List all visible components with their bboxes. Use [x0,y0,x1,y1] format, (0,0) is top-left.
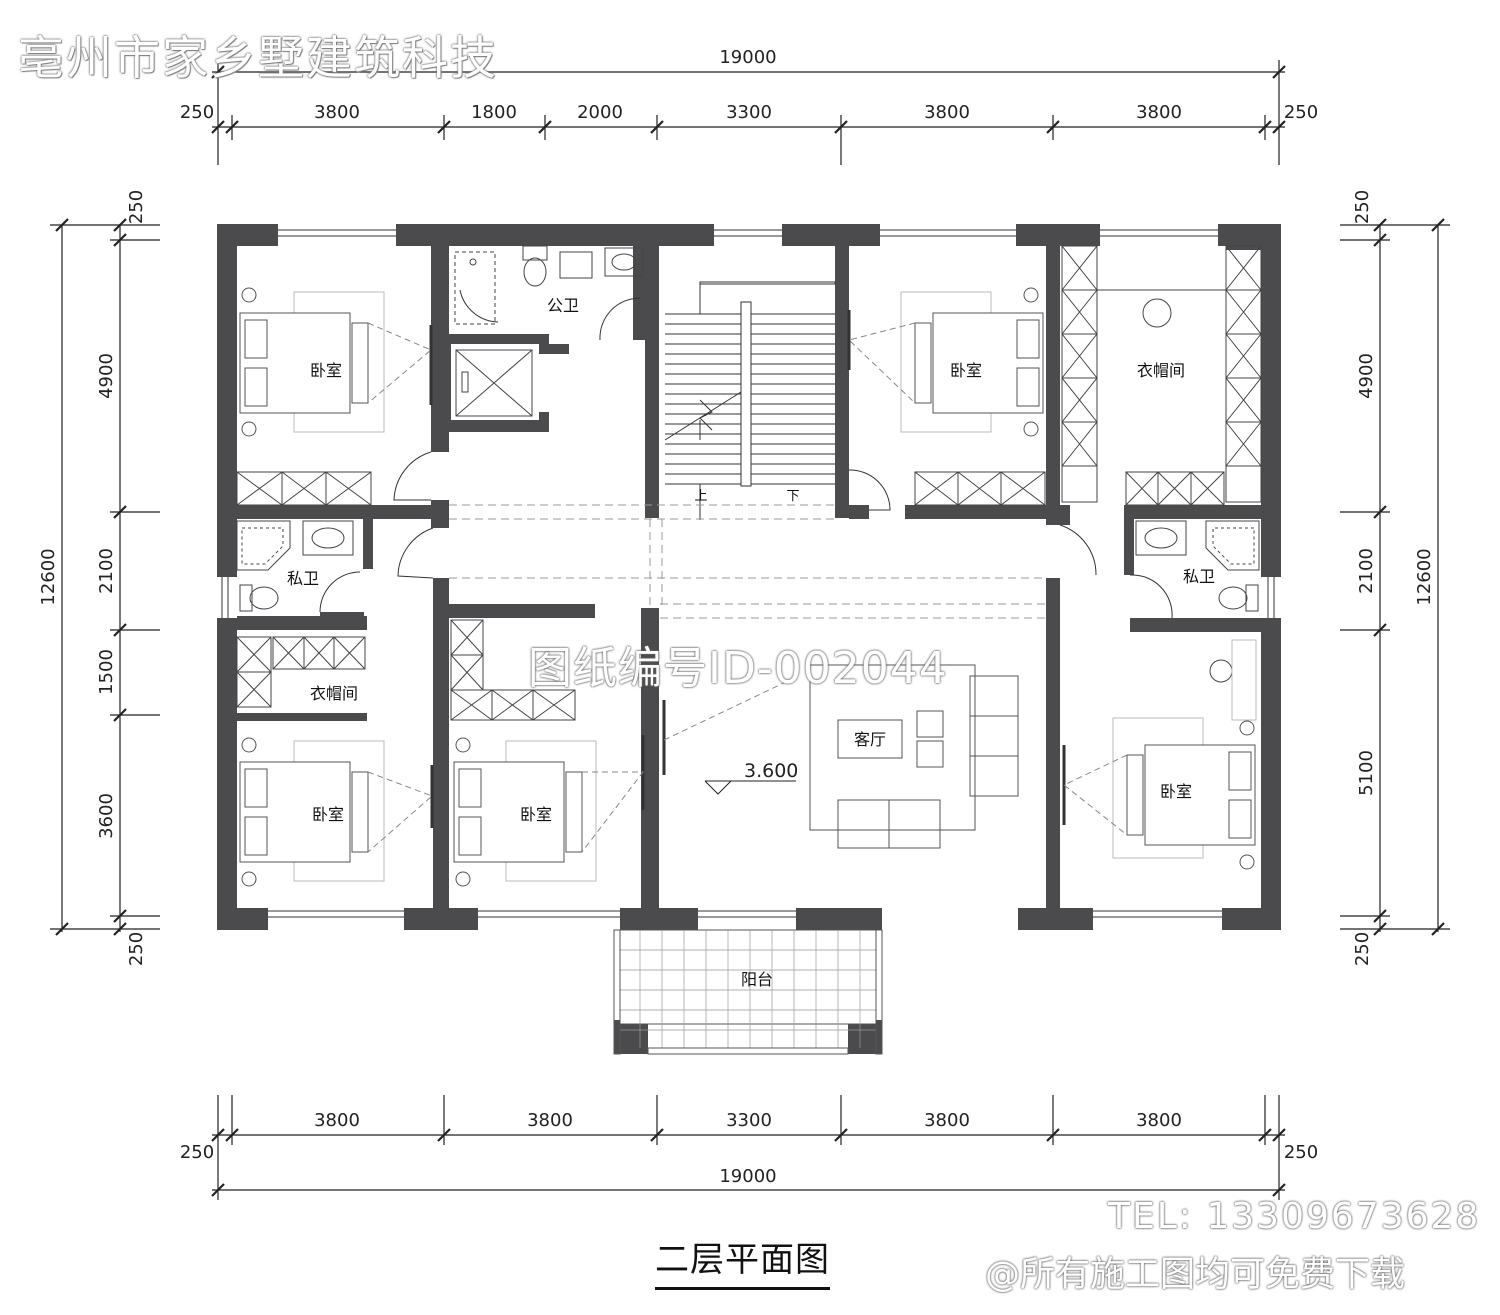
company-watermark: 亳州市家乡墅建筑科技 [18,31,498,85]
dim-top-seg-2: 3800 [314,102,360,123]
room-public-bath: 公卫 [547,296,579,315]
dimension-lines [50,60,1450,1200]
dim-top-total: 19000 [719,47,776,68]
dim-top-seg-6: 3800 [924,102,970,123]
room-private-bath-e: 私卫 [1183,567,1215,586]
dim-right-seg-1: 250 [1352,190,1373,224]
dim-right-seg-4: 5100 [1356,750,1377,796]
beds [239,287,1257,887]
dim-left-seg-3: 2100 [96,548,117,594]
living-label-box [837,719,903,759]
dim-left-seg-1: 250 [126,190,147,224]
room-labels: 卧室 公卫 卧室 衣帽间 私卫 私卫 衣帽间 卧室 卧室 卧室 阳台 上 下 [287,296,1215,989]
view-lines [367,322,1128,853]
drawing-id-watermark: 图纸编号ID-002044 [528,643,948,694]
dim-right-total: 12600 [1414,548,1435,605]
room-bedroom-nw: 卧室 [310,361,342,380]
room-private-bath-w: 私卫 [287,569,319,588]
dim-bottom-seg-4: 3800 [924,1110,970,1131]
elevator [455,349,533,417]
dim-top-seg-7: 3800 [1136,102,1182,123]
elevation-marker [704,780,796,795]
staircase [664,281,836,520]
dim-top-seg-3: 1800 [471,102,517,123]
room-balcony: 阳台 [741,970,773,989]
dim-bottom-seg-3: 3300 [726,1110,772,1131]
download-note-watermark: @所有施工图均可免费下载 [985,1255,1406,1295]
dim-left-seg-6: 250 [126,932,147,966]
drawing-title: 二层平面图 [655,1232,830,1290]
dim-top-seg-4: 2000 [577,102,623,123]
dim-left-seg-4: 1500 [96,649,117,695]
room-living: 客厅 [854,730,886,749]
dim-bottom-edge-left: 250 [180,1142,214,1163]
dim-right-seg-3: 2100 [1356,548,1377,594]
dim-bottom-total: 19000 [719,1166,776,1187]
dim-bottom-seg-1: 3800 [314,1110,360,1131]
elevation-label: 3.600 [744,760,798,782]
stair-down-label: 下 [786,489,799,504]
walls [217,224,1281,1054]
dim-right-seg-5: 250 [1352,932,1373,966]
windows [221,229,1275,918]
dim-left-seg-5: 3600 [96,793,117,839]
room-bedroom-s2: 卧室 [520,805,552,824]
fixtures [236,245,1260,683]
dim-bottom-edge-right: 250 [1284,1142,1318,1163]
dim-bottom-seg-2: 3800 [527,1110,573,1131]
room-bedroom-ne: 卧室 [950,361,982,380]
room-bedroom-sw: 卧室 [312,805,344,824]
room-bedroom-se: 卧室 [1160,782,1192,801]
dim-right-seg-2: 4900 [1356,353,1377,399]
dim-top-seg-1: 250 [180,102,214,123]
tel-watermark: TEL: 13309673628 [1108,1196,1481,1237]
dim-top-seg-5: 3300 [726,102,772,123]
dim-top-seg-8: 250 [1284,102,1318,123]
balcony [613,929,883,1055]
doors [319,289,1173,828]
room-closet-ne: 衣帽间 [1137,361,1185,380]
stair-up-label: 上 [694,489,707,504]
dim-left-total: 12600 [38,548,59,605]
dim-bottom-seg-5: 3800 [1136,1110,1182,1131]
dimension-labels: 19000 250 3800 1800 2000 3300 3800 3800 … [38,47,1435,1187]
wardrobes [236,245,1262,721]
hall-dash-lines [449,504,1046,619]
dim-left-seg-2: 4900 [96,353,117,399]
room-closet-w: 衣帽间 [310,684,358,703]
